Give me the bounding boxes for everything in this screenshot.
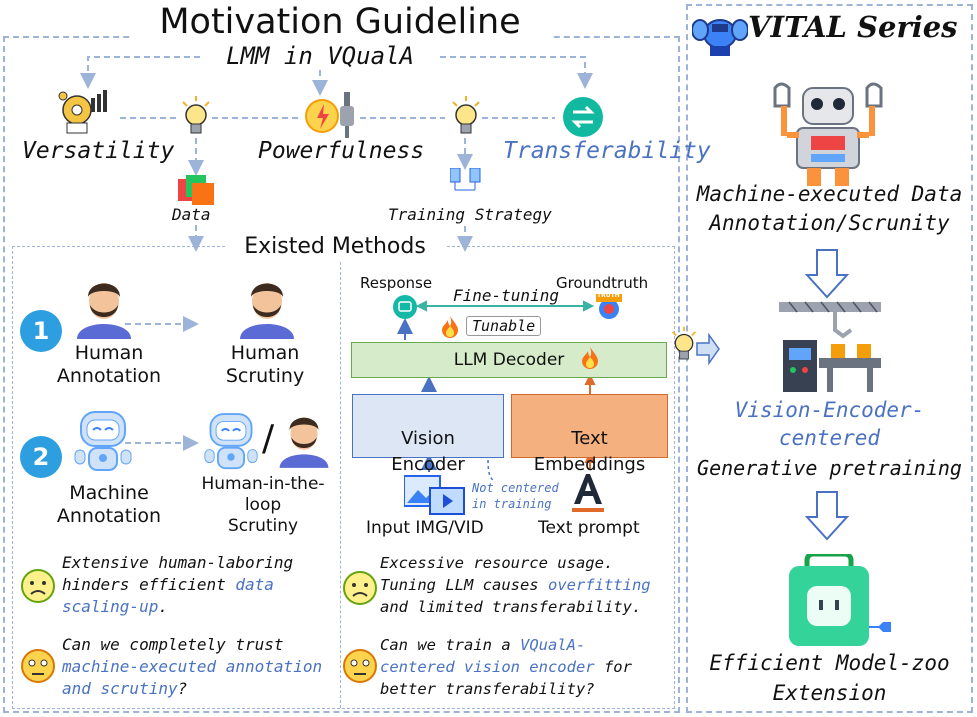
vital-step-pretraining: Generative pretraining	[697, 456, 962, 480]
confused-face-icon	[342, 648, 378, 684]
human-avatar-icon	[276, 408, 332, 470]
vision-encoder-block: Vision Encoder	[352, 394, 504, 475]
fine-tuning-label: Fine-tuning	[453, 286, 559, 305]
step-two-badge: 2	[20, 436, 62, 478]
robot-claw-icon	[773, 82, 883, 186]
transferability-label: Transferability	[503, 138, 711, 164]
truth-tag: TRUTH	[597, 292, 620, 299]
human-avatar-icon	[73, 275, 135, 339]
tunable-tag: Tunable	[466, 316, 542, 336]
training-strategy-label: Training Strategy	[388, 205, 552, 224]
human-scrutiny-label: Human Scrutiny	[225, 342, 305, 387]
media-icon	[404, 474, 466, 516]
existed-methods-heading: Existed Methods	[225, 234, 445, 259]
text-prompt-icon	[570, 470, 606, 514]
middle-issue-two: Can we train a VQualA-centered vision en…	[380, 636, 632, 698]
data-label: Data	[172, 205, 211, 224]
human-avatar-icon	[236, 275, 298, 339]
sad-face-icon	[20, 568, 56, 604]
muscle-robot-logo-icon	[692, 10, 748, 56]
power-plug-icon	[302, 92, 360, 140]
groundtruth-label: Groundtruth	[556, 274, 649, 292]
vital-step-model-zoo: Efficient Model-zoo Extension	[709, 651, 950, 705]
page-title: Motivation Guideline	[130, 0, 550, 44]
middle-issue-one: Excessive resource usage. Tuning LLM cau…	[380, 554, 651, 616]
column-divider	[340, 262, 341, 708]
vital-step-vision-encoder: Vision-Encoder- centered	[734, 398, 925, 450]
llm-decoder-block: LLM Decoder	[351, 342, 667, 378]
vital-step-annotation: Machine-executed Data Annotation/Scrunit…	[696, 182, 963, 235]
hitl-scrutiny-label: Human-in-the- loop Scrutiny	[201, 474, 325, 536]
lightbulb-icon	[450, 96, 482, 138]
training-strategy-icon	[450, 168, 482, 194]
factory-machine-icon	[779, 300, 881, 394]
power-bank-icon	[789, 554, 891, 648]
response-icon	[392, 294, 418, 320]
left-issue-one: Extensive human-laboring hinders efficie…	[62, 553, 294, 616]
powerfulness-label: Powerfulness	[258, 138, 425, 164]
flame-icon	[580, 347, 600, 369]
flame-icon	[440, 316, 460, 338]
lightbulb-icon	[180, 96, 212, 138]
text-embeddings-block: Text Embeddings	[511, 394, 668, 475]
step-one-badge: 1	[20, 310, 62, 352]
sad-face-icon	[342, 570, 378, 606]
text-prompt-label: Text prompt	[538, 518, 640, 538]
gears-head-icon	[55, 90, 113, 142]
transfer-icon	[562, 96, 604, 138]
input-label: Input IMG/VID	[366, 518, 484, 538]
lightbulb-icon	[670, 326, 698, 364]
slash-separator: /	[262, 418, 275, 459]
versatility-label: Versatility	[22, 138, 175, 164]
truth-icon	[594, 294, 624, 320]
response-label: Response	[360, 274, 433, 292]
folder-icon	[178, 175, 214, 205]
machine-annotation-label: Machine Annotation	[56, 482, 162, 527]
lmm-subtitle: LMM in VQualA	[200, 42, 440, 70]
robot-icon	[73, 408, 133, 478]
robot-icon	[203, 410, 259, 476]
not-centered-note: Not centered in training	[472, 481, 559, 511]
confused-face-icon	[20, 648, 56, 684]
vital-series-title: VITAL Series	[748, 10, 958, 44]
human-annotation-label: Human Annotation	[56, 342, 162, 387]
left-issue-two: Can we completely trust machine-executed…	[62, 635, 323, 698]
